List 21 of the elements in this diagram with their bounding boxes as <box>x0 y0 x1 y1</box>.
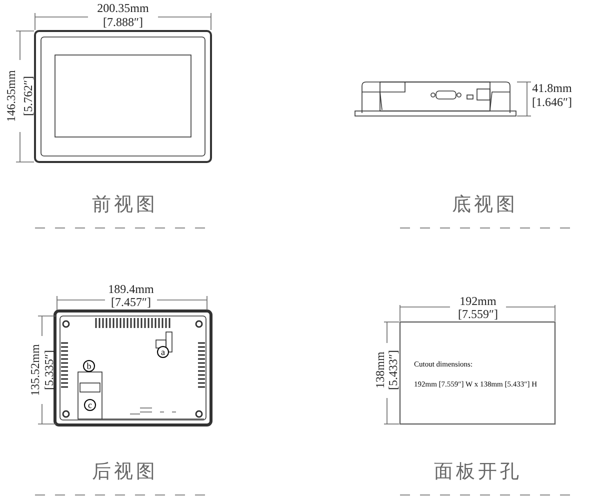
dimension-label: 189.4mm <box>108 283 154 295</box>
dimension-label: [7.888″] <box>103 16 143 28</box>
dimension-label: 192mm <box>460 295 496 307</box>
callout-letter: b <box>83 360 95 372</box>
dimension-label: [1.646″] <box>532 96 572 108</box>
dimension-label: 146.35mm <box>5 70 17 122</box>
dimension-label: 135.52mm <box>29 344 41 396</box>
dimension-label: [7.457″] <box>111 296 151 308</box>
view-title: 前视图 <box>92 196 158 214</box>
view-title: 底视图 <box>452 196 518 214</box>
dimension-label: 41.8mm <box>532 82 572 94</box>
dimension-label: [5.433″] <box>387 350 399 390</box>
callout-letter: a <box>157 346 169 358</box>
dimension-label: 138mm <box>374 352 386 388</box>
dimension-label: [7.559″] <box>458 308 498 320</box>
view-title: 面板开孔 <box>434 462 522 482</box>
dimension-label: 200.35mm <box>97 2 149 14</box>
dimension-label: [5.335″] <box>43 350 55 390</box>
view-title: 后视图 <box>92 462 158 482</box>
callout-letter: c <box>84 399 96 411</box>
dimension-label: [5.762″] <box>22 76 34 116</box>
